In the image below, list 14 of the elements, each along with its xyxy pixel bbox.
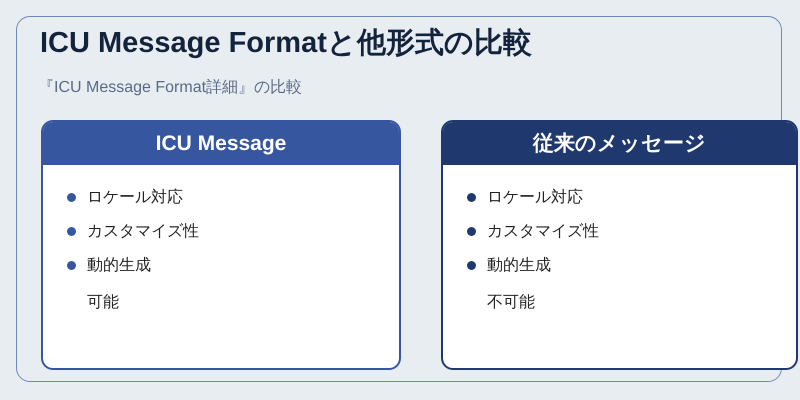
- list-item-text: ロケール対応: [87, 188, 183, 208]
- title: ICU Message Formatと他形式の比較: [40, 26, 532, 61]
- comparison-card: [41, 120, 401, 370]
- list-item-text: 動的生成: [87, 256, 151, 276]
- list-item-text: 動的生成: [487, 256, 551, 276]
- list-item-text: カスタマイズ性: [487, 222, 599, 242]
- value-text: 不可能: [487, 293, 535, 313]
- card-header: 従来のメッセージ: [443, 122, 796, 165]
- card-header: ICU Message: [43, 122, 399, 165]
- list-item-text: ロケール対応: [487, 188, 583, 208]
- list-item-text: カスタマイズ性: [87, 222, 199, 242]
- subtitle: 『ICU Message Format詳細』の比較: [38, 78, 302, 98]
- comparison-card: [441, 120, 798, 370]
- value-text: 可能: [87, 293, 119, 313]
